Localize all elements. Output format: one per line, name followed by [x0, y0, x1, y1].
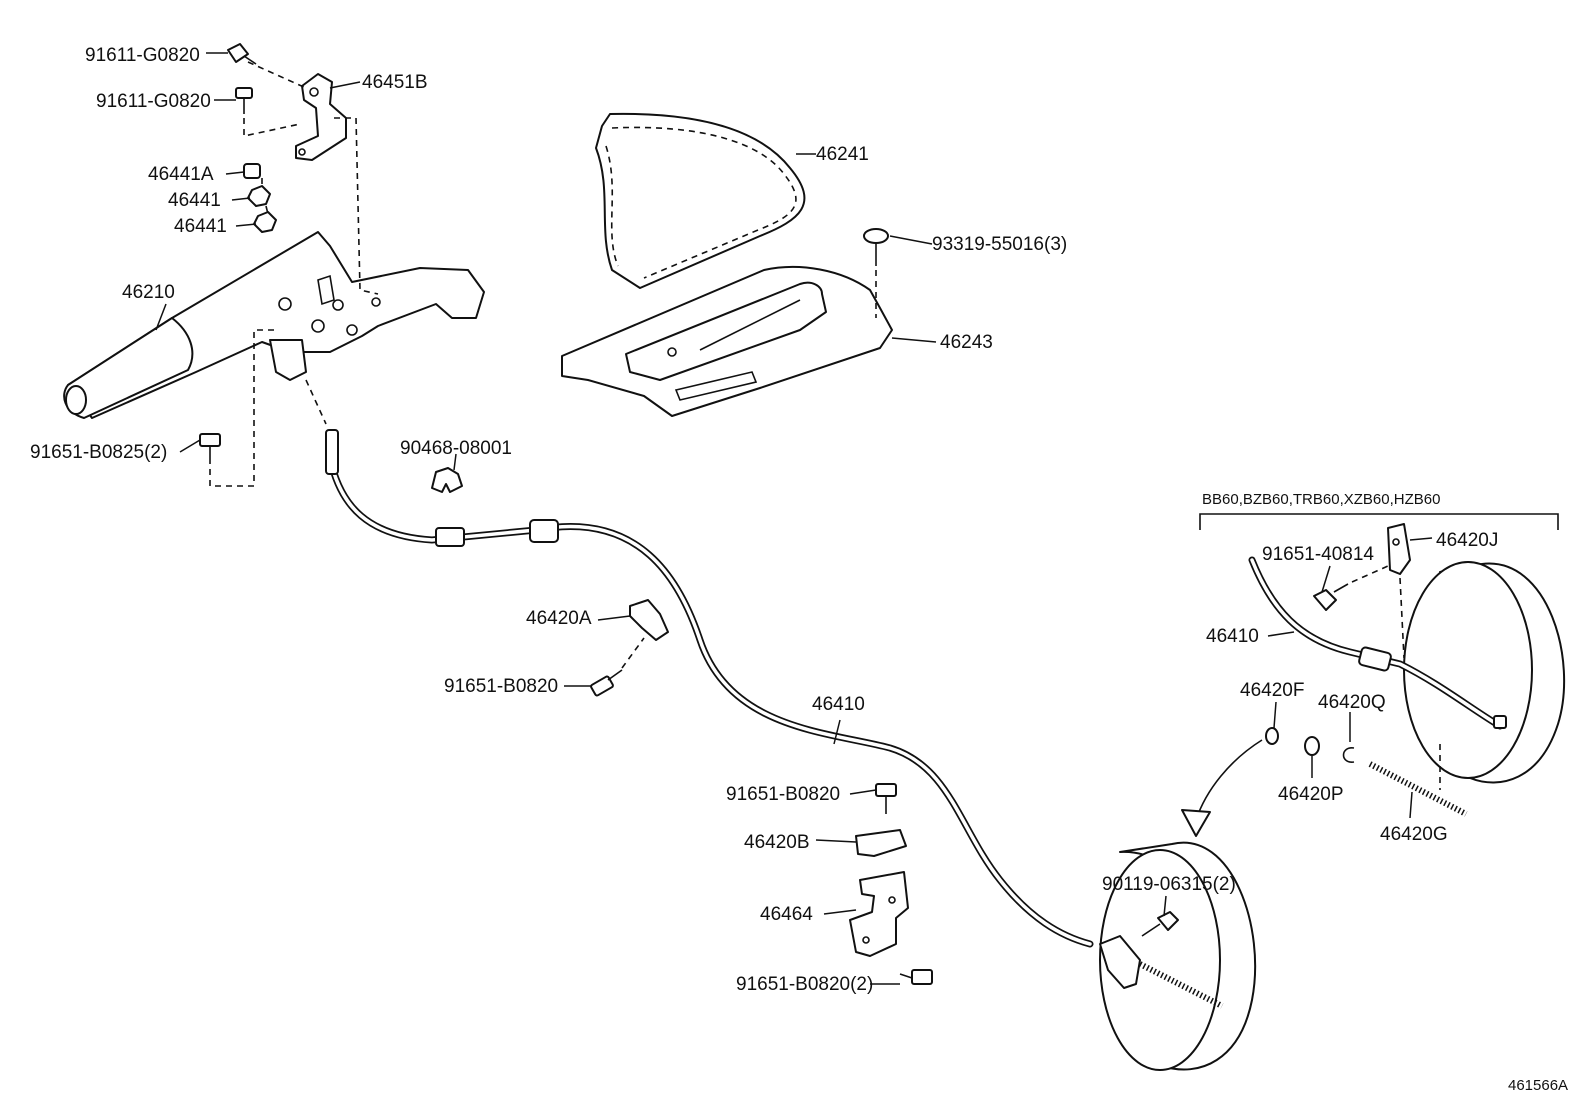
- label-46243: 46243: [940, 332, 993, 353]
- label-46441a: 46441A: [148, 164, 214, 185]
- bolt-91611-g0820-b: [235, 87, 253, 114]
- label-46420f: 46420F: [1240, 680, 1304, 701]
- collar-46441a: [243, 163, 261, 179]
- detail-arrow-head: [1181, 809, 1211, 837]
- clamp-46420j: [1387, 523, 1411, 575]
- label-91651-40814: 91651-40814: [1262, 544, 1374, 565]
- clip-90468-08001: [431, 467, 463, 493]
- label-46464: 46464: [760, 904, 813, 925]
- collar-46420p: [1304, 736, 1320, 756]
- nut-46441-a: [247, 185, 271, 207]
- label-46441-a: 46441: [168, 190, 221, 211]
- cable-bracket-46451b: [295, 73, 347, 161]
- label-91651-b0820-a: 91651-B0820: [444, 676, 558, 697]
- label-93319-55016: 93319-55016(3): [932, 234, 1067, 255]
- bracket-46464: [849, 871, 909, 957]
- label-91651-b0820-c: 91651-B0820(2): [736, 974, 873, 995]
- clamp-46420a: [629, 599, 669, 641]
- label-46420p: 46420P: [1278, 784, 1344, 805]
- clip-46420q: [1342, 747, 1355, 763]
- label-46410-detail: 46410: [1206, 626, 1259, 647]
- parking-brake-cable-46410: [325, 429, 1094, 948]
- label-91611-g0820-b: 91611-G0820: [96, 91, 211, 112]
- parking-brake-lever: [63, 231, 485, 419]
- label-46420a: 46420A: [526, 608, 592, 629]
- label-46210: 46210: [122, 282, 175, 303]
- bolt-91651-b0820-b: [875, 783, 897, 814]
- screw-93319-55016: [863, 228, 889, 266]
- bolt-91651-b0825: [199, 433, 221, 464]
- label-46420b: 46420B: [744, 832, 810, 853]
- label-91651-b0820-b: 91651-B0820: [726, 784, 840, 805]
- figure-code: 461566A: [1508, 1077, 1568, 1094]
- detail-brake-drum: [1403, 561, 1566, 784]
- label-46451b: 46451B: [362, 72, 428, 93]
- leader-lines: [155, 52, 1433, 985]
- label-46420j: 46420J: [1436, 530, 1498, 551]
- detail-arrow-line: [1195, 739, 1263, 821]
- label-46441-b: 46441: [174, 216, 227, 237]
- console-cover-46243: [561, 265, 893, 417]
- bolt-91651-b0820-a: [590, 669, 623, 697]
- label-91651-b0825: 91651-B0825(2): [30, 442, 167, 463]
- nut-46441-b: [253, 211, 277, 233]
- label-90468-08001: 90468-08001: [400, 438, 512, 459]
- bolt-91611-g0820-a: [227, 43, 257, 65]
- label-91611-g0820-a: 91611-G0820: [85, 45, 200, 66]
- bolt-91651-b0820-c: [899, 969, 933, 985]
- variant-bracket: [1199, 513, 1559, 530]
- clamp-46420b: [855, 829, 907, 857]
- detail-cable-46410: [1248, 556, 1507, 730]
- variant-label: BB60,BZB60,TRB60,XZB60,HZB60: [1202, 491, 1440, 508]
- rear-brake-drum: [1099, 841, 1257, 1071]
- ring-46420f: [1265, 727, 1279, 745]
- label-46410: 46410: [812, 694, 865, 715]
- lever-boot-46241: [595, 112, 806, 289]
- label-90119-06315: 90119-06315(2): [1102, 874, 1236, 895]
- bolt-91651-40814: [1313, 583, 1349, 611]
- label-46420q: 46420Q: [1318, 692, 1386, 713]
- label-46420g: 46420G: [1380, 824, 1448, 845]
- label-46241: 46241: [816, 144, 869, 165]
